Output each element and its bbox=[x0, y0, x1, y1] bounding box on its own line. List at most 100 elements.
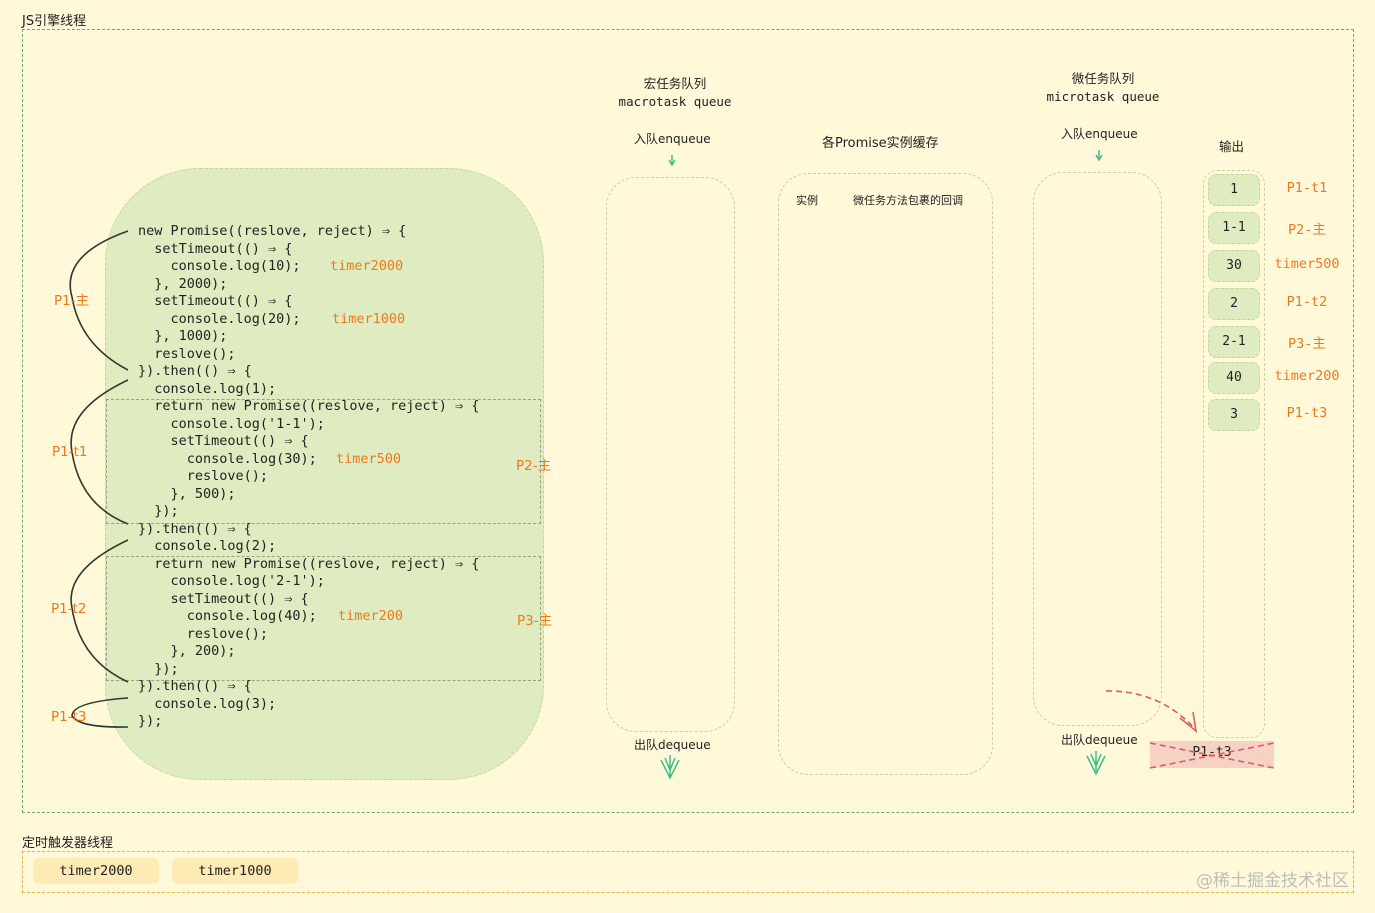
code-text: console.log(2); bbox=[138, 538, 277, 554]
p3-promise-block bbox=[106, 556, 541, 681]
microtask-queue bbox=[1033, 172, 1162, 726]
code-line: }, 200); bbox=[138, 643, 538, 661]
code-text: }).then(() ⇒ { bbox=[138, 520, 252, 537]
js-thread-title: JS引擎线程 bbox=[22, 14, 87, 29]
code-line: console.log(1); bbox=[138, 381, 538, 399]
move-out-arrow-head-icon bbox=[1179, 711, 1198, 733]
brace-label-p1-main: P1-主 bbox=[54, 293, 90, 309]
output-tag: P1-t1 bbox=[1286, 180, 1328, 196]
brace-p1-main bbox=[69, 230, 129, 371]
code-line: return new Promise((reslove, reject) ⇒ { bbox=[138, 398, 538, 416]
macrotask-title: 宏任务队列 macrotask queue bbox=[600, 75, 750, 111]
code-text: }, 200); bbox=[138, 643, 236, 659]
code-text: setTimeout(() ⇒ { bbox=[138, 293, 293, 309]
macrotask-dequeue-arrow-icon bbox=[660, 755, 680, 780]
output-tag: P3-主 bbox=[1288, 336, 1326, 352]
promise-cache-col-callbacks: 微任务方法包裹的回调 bbox=[853, 194, 963, 207]
code-line: console.log(3); bbox=[138, 696, 538, 714]
code-line: setTimeout(() ⇒ { bbox=[138, 433, 538, 451]
code-text: reslove(); bbox=[138, 345, 236, 362]
brace-label-p1-t2: P1-t2 bbox=[51, 601, 87, 617]
promise-cache-title: 各Promise实例缓存 bbox=[822, 136, 939, 151]
code-line: setTimeout(() ⇒ { bbox=[138, 241, 538, 259]
code-line: }).then(() ⇒ { bbox=[138, 521, 538, 539]
timer-tag: timer500 bbox=[336, 450, 402, 467]
code-text: console.log(1); bbox=[138, 380, 277, 397]
macrotask-queue bbox=[606, 177, 735, 732]
code-text: }, 2000); bbox=[138, 275, 228, 292]
code-text: }); bbox=[138, 503, 179, 519]
code-text: }).then(() ⇒ { bbox=[138, 678, 252, 694]
code-line: return new Promise((reslove, reject) ⇒ { bbox=[138, 556, 538, 574]
output-title: 输出 bbox=[1219, 139, 1245, 154]
code-text: }).then(() ⇒ { bbox=[138, 363, 252, 379]
brace-label-p1-t3: P1-t3 bbox=[51, 709, 87, 725]
watermark: @稀土掘金技术社区 bbox=[1196, 871, 1349, 891]
code-panel bbox=[105, 168, 544, 780]
code-text: }, 1000); bbox=[138, 328, 228, 344]
code-text: setTimeout(() ⇒ { bbox=[138, 590, 309, 607]
code-line: }, 2000); bbox=[138, 276, 538, 294]
timer-thread-frame bbox=[22, 851, 1354, 893]
code-block: new Promise((reslove, reject) ⇒ { setTim… bbox=[138, 223, 538, 731]
brace-label-p1-t1: P1-t1 bbox=[52, 444, 88, 460]
code-line: }).then(() ⇒ { bbox=[138, 678, 538, 696]
code-line: console.log(20);timer1000 bbox=[138, 311, 538, 329]
microtask-dequeue-arrow-icon bbox=[1086, 751, 1106, 776]
microtask-enqueue-arrow-icon bbox=[1095, 150, 1103, 162]
timer-chip-2: timer1000 bbox=[172, 858, 298, 884]
code-line: setTimeout(() ⇒ { bbox=[138, 591, 538, 609]
macrotask-title-cn: 宏任务队列 bbox=[643, 76, 707, 91]
output-tag: timer500 bbox=[1274, 256, 1340, 272]
code-line: console.log(30); timer500 bbox=[138, 451, 538, 469]
code-line: }); bbox=[138, 661, 538, 679]
code-line: new Promise((reslove, reject) ⇒ { bbox=[138, 223, 538, 241]
code-line: reslove(); bbox=[138, 626, 538, 644]
microtask-dequeue-label: 出队dequeue bbox=[1061, 733, 1138, 747]
code-text: console.log(40); bbox=[138, 608, 317, 624]
timer-tag: timer200 bbox=[338, 608, 404, 624]
output-value: 1 bbox=[1208, 174, 1260, 206]
timer-tag: timer2000 bbox=[330, 258, 404, 274]
code-text: reslove(); bbox=[138, 468, 269, 484]
code-text: setTimeout(() ⇒ { bbox=[138, 240, 293, 257]
code-text: console.log(3); bbox=[138, 695, 277, 712]
output-panel bbox=[1203, 170, 1265, 738]
code-line: setTimeout(() ⇒ { bbox=[138, 293, 538, 311]
brace-p1-t2 bbox=[70, 539, 129, 683]
side-label-p3-main: P3-主 bbox=[517, 613, 553, 629]
code-line: }).then(() ⇒ { bbox=[138, 363, 538, 381]
output-value: 1-1 bbox=[1208, 212, 1260, 244]
code-text: console.log(30); bbox=[138, 450, 317, 467]
code-text: }); bbox=[138, 660, 179, 677]
macrotask-enqueue-arrow-icon bbox=[668, 155, 676, 167]
microtask-title-en: microtask queue bbox=[1046, 89, 1160, 104]
output-value: 2 bbox=[1208, 288, 1260, 320]
output-tag: timer200 bbox=[1274, 368, 1340, 384]
output-value: 3 bbox=[1208, 399, 1260, 431]
code-line: console.log(10);timer2000 bbox=[138, 258, 538, 276]
cross-mark-icon bbox=[1149, 742, 1275, 769]
macrotask-enqueue-label: 入队enqueue bbox=[634, 132, 711, 146]
code-line: }); bbox=[138, 503, 538, 521]
output-value: 40 bbox=[1208, 362, 1260, 394]
brace-p1-t3 bbox=[71, 697, 129, 728]
code-line: }, 500); bbox=[138, 486, 538, 504]
code-line: }); bbox=[138, 713, 538, 731]
code-line: console.log('1-1'); bbox=[138, 416, 538, 434]
crossed-item-label: P1-t3 bbox=[1192, 745, 1232, 760]
code-text: reslove(); bbox=[138, 625, 269, 642]
code-text: }, 500); bbox=[138, 485, 236, 502]
brace-p1-t1 bbox=[70, 379, 129, 525]
output-tag: P1-t3 bbox=[1286, 405, 1328, 421]
macrotask-title-en: macrotask queue bbox=[618, 94, 732, 109]
promise-cache-col-instance: 实例 bbox=[796, 194, 818, 207]
move-out-arrow-icon bbox=[1105, 690, 1197, 731]
output-tag: P2-主 bbox=[1288, 222, 1326, 238]
code-text: console.log(20); bbox=[138, 310, 301, 327]
microtask-enqueue-label: 入队enqueue bbox=[1061, 127, 1138, 141]
microtask-title: 微任务队列 microtask queue bbox=[1028, 70, 1178, 106]
code-line: reslove(); bbox=[138, 346, 538, 364]
output-tag: P1-t2 bbox=[1286, 294, 1328, 310]
